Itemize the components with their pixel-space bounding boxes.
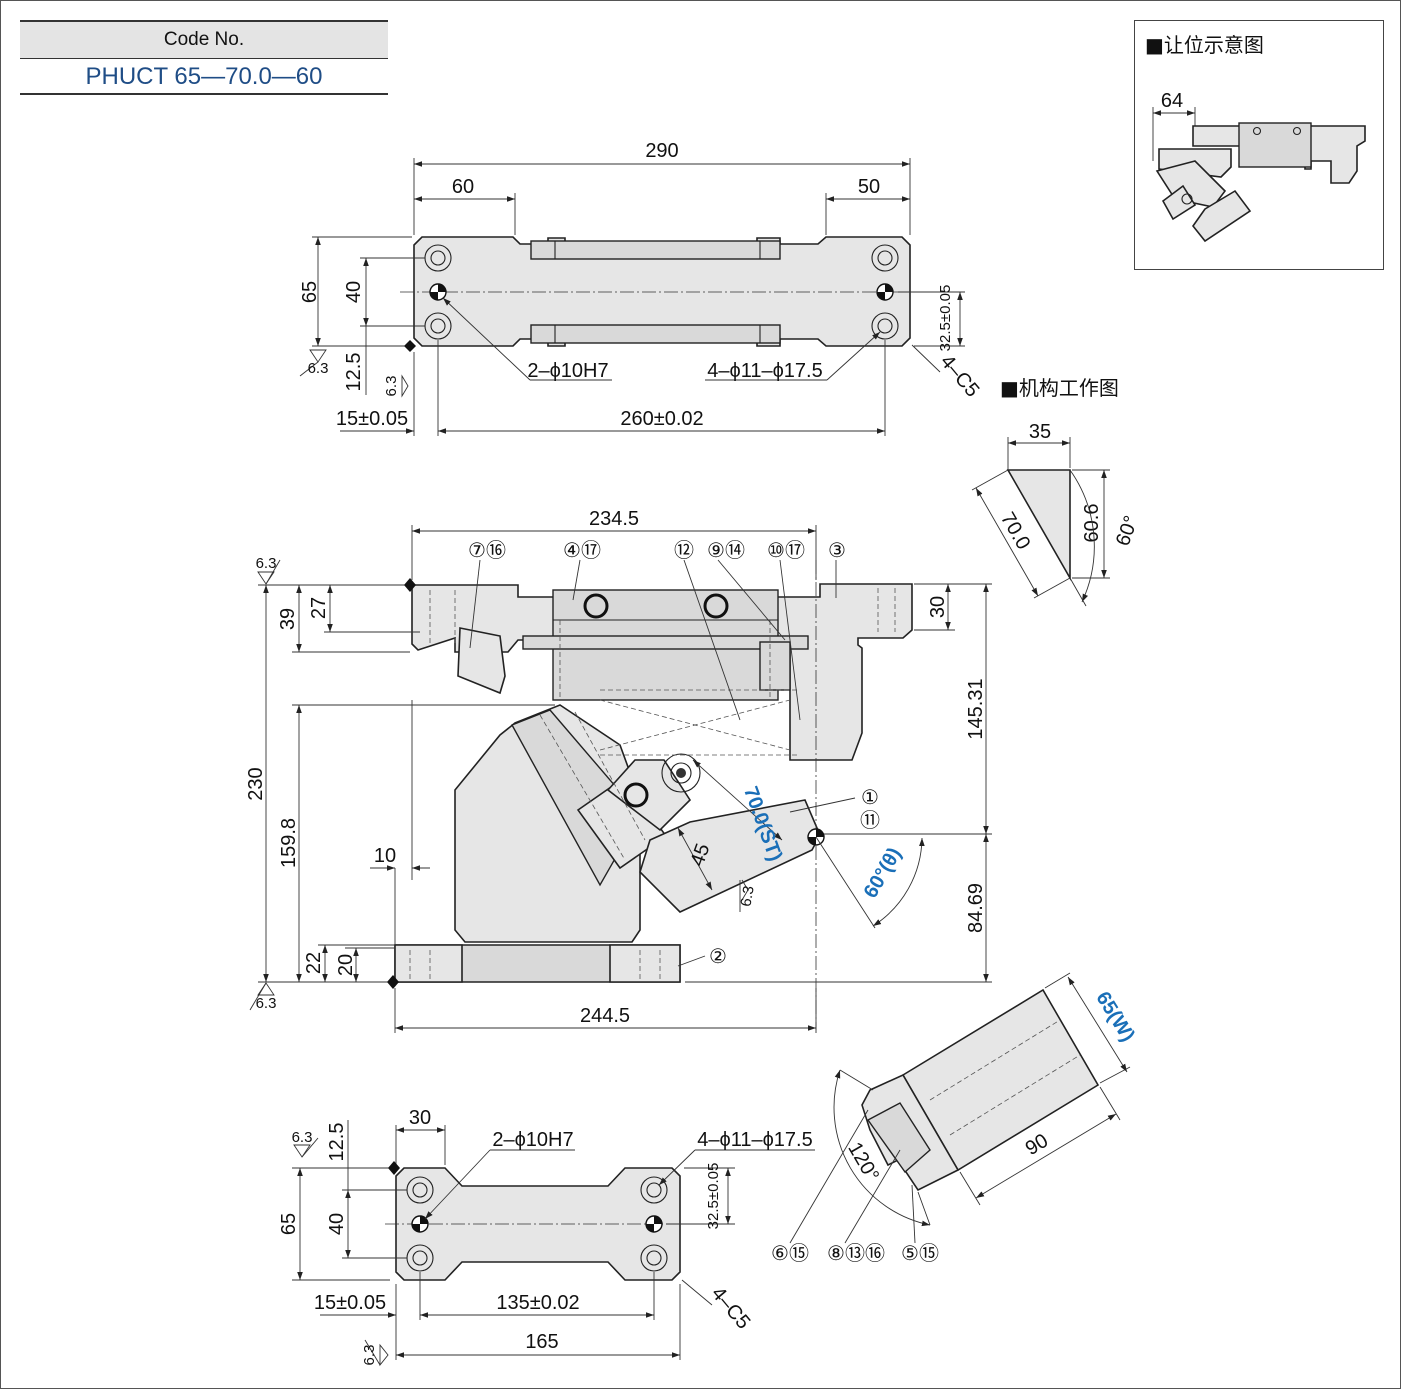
slide-dim-65w: 65(W)	[1091, 988, 1139, 1046]
front-view: 234.5 244.5 230 159.8 39 27 30 145.31 84…	[245, 508, 992, 1033]
top-hole-bolt-label: 4–ϕ11–ϕ17.5	[707, 360, 822, 382]
balloon-5-15: ⑤⑮	[901, 1242, 939, 1265]
stroke-dim-35: 35	[1029, 421, 1051, 443]
dim-h12-5: 12.5	[343, 353, 365, 392]
roughness-front-b: 6.3	[256, 995, 277, 1012]
dim-h32-5: 32.5±0.05	[937, 285, 954, 352]
dim-h40: 40	[343, 281, 365, 303]
top-view: 290 60 50 65 40 12.5 32.5±0.05 15±0.05 2…	[299, 140, 983, 436]
roughness-bottom-b: 6.3	[361, 1345, 378, 1366]
mechanism-title: ■机构工作图	[1000, 376, 1119, 400]
top-chamfer-label: 4–C5	[936, 351, 984, 402]
dim-234-5: 234.5	[589, 508, 639, 530]
dim-290: 290	[645, 140, 678, 162]
inset-title: ■让位示意图	[1145, 33, 1264, 57]
top-hole-pin-label: 2–ϕ10H7	[527, 360, 608, 382]
bottom-dim-h40: 40	[326, 1213, 348, 1235]
dim-h30: 30	[927, 596, 949, 618]
dim-h22: 22	[303, 952, 325, 974]
balloon-3: ③	[828, 540, 846, 562]
bottom-dim-h65: 65	[278, 1213, 300, 1235]
balloon-11: ⑪	[860, 809, 880, 832]
balloon-8-13-16: ⑧⑬⑯	[827, 1242, 885, 1265]
dim-260: 260±0.02	[620, 408, 703, 430]
slide-angle-120: 120°	[843, 1139, 883, 1186]
dim-h20: 20	[335, 954, 357, 976]
stroke-dim-70: 70.0	[996, 509, 1035, 554]
balloon-10-17: ⑩⑰	[767, 539, 805, 562]
balloon-9-14: ⑨⑭	[707, 539, 745, 562]
dim-h230: 230	[245, 767, 267, 800]
roughness-front-a: 6.3	[256, 555, 277, 572]
dim-60: 60	[452, 176, 474, 198]
code-header: Code No.	[20, 20, 388, 59]
roughness-bottom-a: 6.3	[292, 1129, 313, 1146]
bottom-hole-pin-label: 2–ϕ10H7	[492, 1129, 573, 1151]
stroke-angle-60: 60°	[1112, 513, 1143, 549]
bottom-dim-135: 135±0.02	[496, 1292, 579, 1314]
bottom-hole-bolt-label: 4–ϕ11–ϕ17.5	[697, 1129, 812, 1151]
balloon-group: ⑦⑯ ④⑰ ⑫ ⑨⑭ ⑩⑰ ③ ① ⑪ ②	[468, 539, 880, 968]
bottom-dim-30: 30	[409, 1107, 431, 1129]
balloon-2: ②	[709, 946, 727, 968]
bottom-dim-165: 165	[525, 1331, 558, 1353]
code-value: PHUCT 65—70.0—60	[20, 59, 388, 95]
inset-dim-64: 64	[1161, 90, 1183, 112]
clearance-inset: ■让位示意图 64	[1134, 20, 1384, 270]
code-number-box: Code No. PHUCT 65—70.0—60	[20, 20, 388, 95]
balloon-1: ①	[861, 787, 879, 809]
dim-h27: 27	[308, 597, 330, 619]
dim-h65: 65	[299, 281, 321, 303]
dim-h145-31: 145.31	[965, 678, 987, 739]
stroke-diagram: 35 70.0 60.6 60°	[971, 421, 1143, 607]
bottom-dim-h12-5: 12.5	[326, 1123, 348, 1162]
roughness-top-b: 6.3	[383, 376, 400, 397]
roughness-front-c: 6.3	[737, 884, 757, 907]
bottom-dim-h32-5: 32.5±0.05	[705, 1163, 722, 1230]
dim-h84-69: 84.69	[965, 883, 987, 933]
balloon-7-16: ⑦⑯	[468, 539, 506, 562]
dim-h39: 39	[277, 608, 299, 630]
dim-angle: 60°(θ)	[860, 844, 906, 902]
bottom-dim-15: 15±0.05	[314, 1292, 386, 1314]
slide-view: 65(W) 90 120° ⑥⑮ ⑧⑬⑯ ⑤⑮	[771, 972, 1139, 1265]
dim-10: 10	[374, 845, 396, 867]
dim-15: 15±0.05	[336, 408, 408, 430]
balloon-6-15: ⑥⑮	[771, 1242, 809, 1265]
balloon-4-17: ④⑰	[563, 539, 601, 562]
dim-h159-8: 159.8	[278, 818, 300, 868]
dim-50: 50	[858, 176, 880, 198]
bottom-chamfer-label: 4–C5	[707, 1283, 755, 1334]
balloon-12: ⑫	[674, 539, 694, 562]
dim-244-5: 244.5	[580, 1005, 630, 1027]
bottom-view: 30 65 40 12.5 32.5±0.05 15±0.05 135±0.02…	[278, 1107, 815, 1367]
roughness-top-a: 6.3	[308, 360, 329, 377]
inset-drawing: 64	[1152, 90, 1366, 243]
